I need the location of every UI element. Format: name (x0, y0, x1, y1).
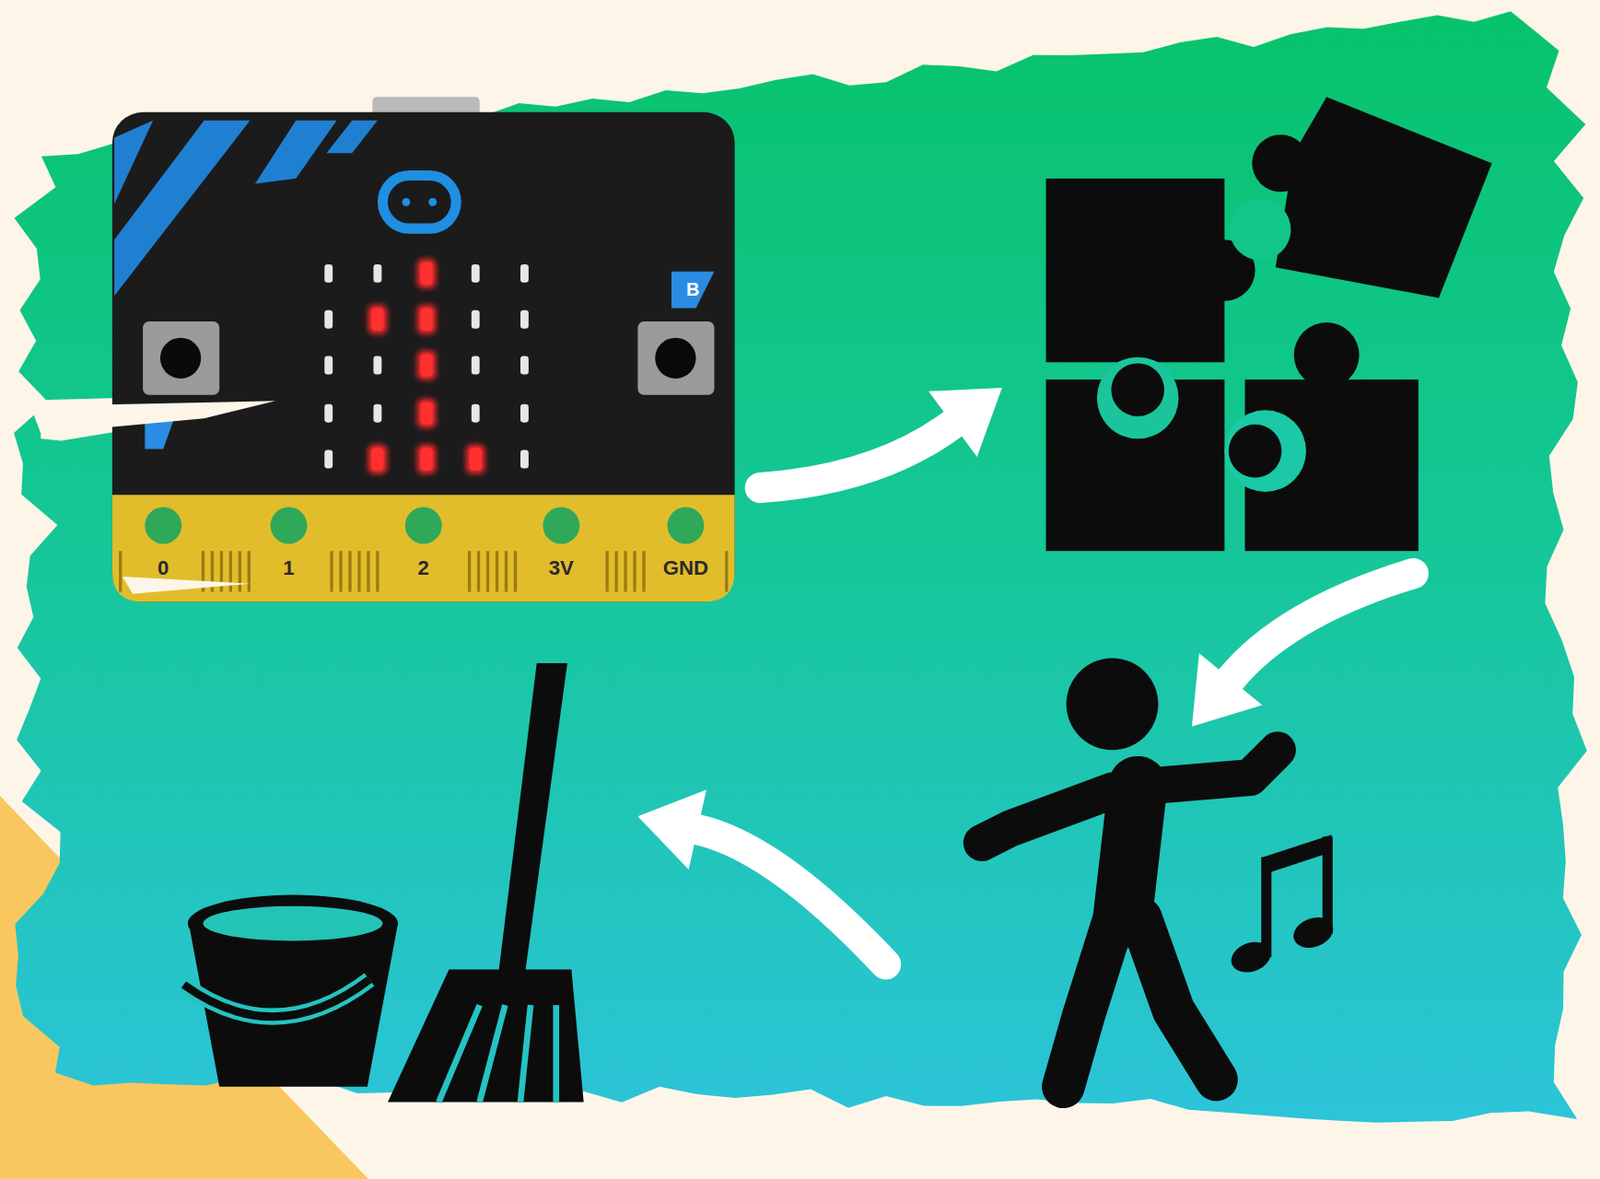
pin-hole (542, 507, 580, 545)
edge-tooth (513, 550, 517, 592)
music-note (1226, 834, 1338, 978)
led-off (471, 310, 480, 329)
edge-tooth (504, 550, 508, 592)
led-off (373, 356, 382, 375)
microbit-board (112, 96, 736, 602)
pin-hole (405, 507, 443, 545)
pin-ring (136, 499, 190, 553)
pin-label: GND (663, 558, 709, 579)
led-off (324, 356, 333, 375)
arrow-head (1191, 653, 1262, 726)
brush-gap (30, 400, 276, 433)
button-b-tag (671, 271, 715, 309)
led-off (471, 404, 480, 423)
pin-hole (667, 507, 705, 545)
led-glow (417, 398, 436, 428)
edge-tooth (477, 550, 480, 592)
led-glow (368, 304, 387, 334)
led-off (520, 264, 529, 283)
puzzle-icon (1045, 96, 1492, 551)
led-on (420, 353, 433, 376)
led-on (469, 447, 482, 470)
pin-ring (397, 499, 451, 553)
edge-tooth (632, 550, 636, 592)
arrow-shaft (1230, 573, 1414, 680)
brush-stroke (13, 11, 1588, 1122)
edge-tooth (486, 550, 490, 592)
arrow-shaft (697, 829, 886, 965)
led-off (373, 264, 382, 283)
edge-tooth (605, 550, 608, 592)
led-off (471, 264, 480, 283)
led-off (324, 450, 333, 469)
led-on (420, 308, 433, 331)
led-glow (466, 444, 485, 474)
led-glow (417, 444, 436, 474)
pin-hole (144, 507, 182, 545)
led-off (373, 404, 382, 423)
edge-tooth (338, 550, 342, 592)
led-on (371, 308, 384, 331)
mop-icon (387, 663, 584, 1102)
led-off (471, 356, 480, 375)
led-off (520, 404, 529, 423)
edge-tooth (495, 550, 499, 592)
bucket-icon (183, 895, 398, 1087)
brush-gap (122, 576, 250, 595)
pin-label: 2 (418, 558, 430, 579)
brush-band (13, 11, 1588, 1122)
pin-hole (270, 507, 308, 545)
arrow-head (637, 789, 706, 870)
pin-ring (659, 499, 713, 553)
edge-tooth (329, 550, 333, 592)
led-off (324, 264, 333, 283)
edge-tooth (366, 550, 370, 592)
led-off (324, 310, 333, 329)
edge-tooth (614, 550, 618, 592)
edge-tooth (229, 550, 233, 592)
edge-tooth (623, 550, 627, 592)
led-on (371, 447, 384, 470)
led-on (420, 401, 433, 424)
led-off (324, 404, 333, 423)
edge-tooth (238, 550, 242, 592)
edge-tooth (642, 550, 645, 592)
pin-label: 0 (157, 558, 169, 579)
edge-tooth (247, 550, 251, 592)
arrow-shaft (759, 423, 953, 488)
pin-label: 1 (282, 558, 294, 579)
edge-tooth (724, 550, 728, 592)
led-off (520, 450, 529, 469)
led-on (420, 447, 433, 470)
pin-ring (534, 499, 588, 553)
edge-tooth (467, 550, 471, 592)
led-glow (417, 350, 436, 380)
led-glow (417, 258, 436, 288)
led-off (520, 356, 529, 375)
edge-tooth (357, 550, 361, 592)
led-glow (417, 304, 436, 334)
pin-ring (262, 499, 316, 553)
edge-tooth (375, 550, 379, 592)
led-glow (368, 444, 387, 474)
led-off (520, 310, 529, 329)
led-on (420, 262, 433, 285)
dancer-icon (981, 658, 1278, 1087)
cycle-arrows (637, 387, 1414, 965)
button-label: B (686, 280, 700, 300)
edge-tooth (348, 550, 351, 592)
pin-label: 3V (548, 558, 574, 579)
edge-tooth (118, 550, 122, 592)
arrow-head (928, 387, 1003, 457)
